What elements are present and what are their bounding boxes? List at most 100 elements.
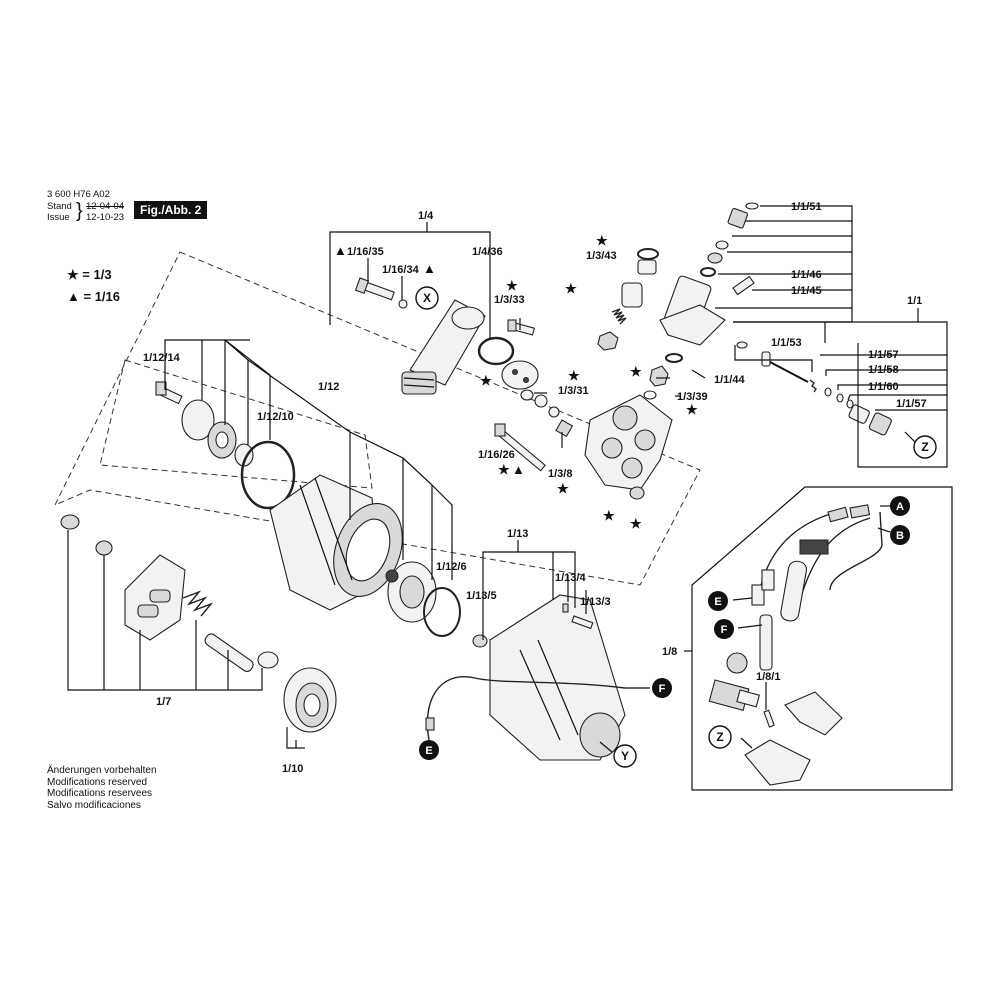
- leader-lines-1-12: [164, 339, 453, 580]
- clip-1-7: [257, 651, 279, 669]
- gear-housing-1-13: [489, 594, 626, 761]
- note-line-es: Salvo modificaciones: [47, 799, 141, 811]
- callout-b: B: [890, 525, 910, 545]
- seal-stack-1-1: [715, 240, 729, 250]
- valve-nut-1-3: [597, 331, 619, 351]
- svg-text:X: X: [423, 291, 431, 305]
- o-ring-1-1-46: [700, 267, 716, 277]
- label-1-12-14: 1/12/14: [143, 352, 181, 364]
- flange-1-7: [124, 554, 186, 641]
- star-icon: ★: [603, 508, 615, 523]
- spacer-parts-1-3: [534, 394, 574, 438]
- ring-1-3: [629, 486, 645, 500]
- star-icon: ★: [480, 373, 492, 388]
- svg-text:A: A: [896, 501, 904, 513]
- label-1-1-57-a: 1/1/57: [868, 349, 899, 361]
- label-1-16-26: 1/16/26: [478, 449, 515, 461]
- label-1-7: 1/7: [156, 696, 171, 708]
- valve-cap-1-3: [637, 259, 657, 275]
- dashed-group-motor-outline: [99, 359, 373, 489]
- label-1-16-35: 1/16/35: [347, 246, 384, 258]
- pin-1-8-1: [763, 709, 775, 728]
- bearing-1-10: [283, 667, 337, 733]
- valve-spring-1-3: [611, 308, 627, 325]
- pump-head-1-3: [584, 394, 673, 491]
- label-1-3-39: 1/3/39: [677, 391, 708, 403]
- label-1-13-3: 1/13/3: [580, 596, 611, 608]
- ring-1-7-a: [60, 514, 80, 530]
- star-icon: ★: [596, 233, 608, 248]
- star-icon: ★: [67, 267, 79, 282]
- svg-text:F: F: [721, 624, 728, 636]
- triangle-icon: ▲: [334, 243, 347, 258]
- legend-triangle-text: = 1/16: [83, 289, 121, 304]
- legend-star-text: = 1/3: [82, 267, 112, 282]
- label-1-1-44: 1/1/44: [714, 374, 745, 386]
- switch-cover-bottom-1-8: [744, 739, 811, 786]
- label-1-1-60: 1/1/60: [868, 381, 899, 393]
- o-ring-1-13: [423, 587, 461, 637]
- label-1-1-46: 1/1/46: [791, 269, 822, 281]
- leader-lines-1-4: [329, 222, 491, 340]
- cable-1-13: [426, 676, 626, 746]
- triangle-icon: ▲: [512, 462, 525, 477]
- svg-text:B: B: [896, 530, 904, 542]
- star-icon: ★: [630, 516, 642, 531]
- label-1-4-36: 1/4/36: [472, 246, 503, 258]
- motor-housing-1-12: [269, 474, 403, 611]
- seal-stack-1-1-b: [707, 252, 723, 264]
- o-ring-1-1-51: [745, 202, 759, 210]
- svg-text:Y: Y: [621, 749, 629, 763]
- label-1-1-51: 1/1/51: [791, 201, 822, 213]
- piston-1-7: [204, 633, 254, 672]
- label-1-1-45: 1/1/45: [791, 285, 822, 297]
- callout-z-top: Z: [913, 435, 937, 459]
- o-ring-1-3-43: [637, 248, 659, 260]
- callout-a: A: [890, 496, 910, 516]
- star-icon: ★: [498, 462, 510, 477]
- star-icon: ★: [568, 368, 580, 383]
- label-1-3-43: 1/3/43: [586, 250, 617, 262]
- fitting-1-1-60: [848, 404, 870, 424]
- callout-e-switch: E: [708, 591, 728, 611]
- star-icon: ★: [506, 278, 518, 293]
- label-1-13-5: 1/13/5: [466, 590, 497, 602]
- callout-y: Y: [613, 744, 637, 768]
- piston-rod-1-1-53: [736, 341, 809, 383]
- label-1-1-57-b: 1/1/57: [896, 398, 927, 410]
- cable-plug-1-13: [425, 717, 435, 731]
- leader-lines-1-13: [482, 540, 587, 640]
- leader-lines-1-8: [625, 505, 891, 749]
- callout-x: X: [415, 286, 439, 310]
- cap-1-1-51: [727, 208, 749, 229]
- star-icon: ★: [565, 281, 577, 296]
- o-ring-1-12-10: [240, 440, 296, 510]
- svg-text:E: E: [425, 745, 432, 757]
- star-icon: ★: [557, 481, 569, 496]
- label-1-12: 1/12: [318, 381, 339, 393]
- label-1-13-4: 1/13/4: [555, 572, 586, 584]
- label-1-3-31: 1/3/31: [558, 385, 589, 397]
- spring-1-1-57: [809, 379, 817, 393]
- o-ring-1-1-44: [665, 353, 683, 363]
- svg-text:Z: Z: [921, 440, 928, 454]
- leader-lines-1-1: [691, 205, 948, 468]
- label-1-10: 1/10: [282, 763, 303, 775]
- note-line-en: Modifications reserved: [47, 776, 148, 788]
- triangle-icon: ▲: [67, 289, 80, 304]
- issue-label: Issue: [47, 212, 70, 223]
- bolt-1-16-35: [354, 277, 395, 301]
- gear-1-12-6: [385, 561, 437, 623]
- leader-y: [599, 741, 613, 753]
- stand-date: 12-04-04: [86, 201, 125, 212]
- leader-lines-1-7: [67, 530, 263, 691]
- label-1-12-10: 1/12/10: [257, 411, 294, 423]
- note-line-de: Änderungen vorbehalten: [47, 765, 157, 776]
- svg-text:F: F: [659, 683, 666, 695]
- triangle-icon: ▲: [423, 261, 436, 276]
- note-line-fr: Modifications reservees: [47, 788, 153, 800]
- switch-cover-top-1-8: [784, 691, 843, 736]
- modifications-notes: Änderungen vorbehalten Modifications res…: [47, 765, 157, 811]
- label-1-1-53: 1/1/53: [771, 337, 802, 349]
